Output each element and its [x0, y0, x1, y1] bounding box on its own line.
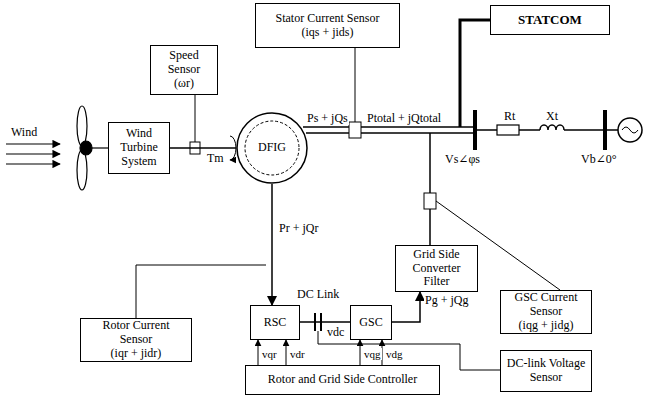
generator-circle: DFIG	[236, 112, 308, 184]
filter-box: Grid Side Converter Filter	[395, 245, 478, 292]
flow-label: vqg	[363, 348, 382, 360]
signal-name: (iqg + jidg)	[519, 319, 574, 333]
converter-box: RSC	[250, 305, 300, 340]
wind-arrows	[6, 144, 60, 164]
signal-label: Rt	[503, 110, 516, 123]
node-title: Stator Current Sensor	[276, 12, 380, 26]
node-title: Grid Side Converter Filter	[400, 248, 473, 289]
statcom-box: STATCOM	[490, 5, 610, 35]
node-title: Speed Sensor	[155, 49, 213, 77]
signal-label: Vb∠0°	[580, 153, 618, 166]
node-title: DC-link Voltage Sensor	[505, 357, 587, 385]
node-title: DFIG	[258, 141, 286, 155]
signal-label: Xt	[545, 110, 559, 123]
turbine-rotor	[77, 106, 108, 190]
flow-label: vdr	[289, 348, 306, 360]
connector-line	[170, 147, 236, 149]
controller-box: Rotor and Grid Side Controller	[245, 365, 440, 395]
signal-label: Ptotal + jQtotal	[366, 112, 442, 125]
signal-name: (ωr)	[174, 77, 194, 91]
signal-name: (iqr + jidr)	[111, 347, 162, 361]
connector-line	[258, 340, 259, 365]
flow-label: vdg	[385, 348, 404, 360]
connector-line	[382, 340, 383, 365]
rotor-sensor	[136, 265, 266, 318]
connector-line	[286, 340, 287, 365]
flow-label: Pr + jQr	[278, 222, 319, 235]
sensor-box: DC-link Voltage Sensor	[500, 350, 592, 392]
node-title: GSC Current Sensor	[505, 291, 587, 319]
signal-label: Ps + jQs	[306, 112, 349, 125]
connector-line	[392, 292, 420, 322]
signal-label: DC Link	[296, 288, 340, 301]
signal-label: Vs∠φs	[444, 153, 481, 166]
sensor-box: Speed Sensor(ωr)	[150, 45, 218, 95]
connector-line	[271, 184, 273, 305]
node-title: STATCOM	[518, 13, 582, 28]
flow-label: vqr	[261, 348, 278, 360]
node-title: Rotor Current Sensor	[85, 319, 187, 347]
stator-line	[303, 127, 475, 133]
grid-line	[475, 110, 642, 150]
node-title: GSC	[359, 316, 382, 330]
sensor-box: Stator Current Sensor(iqs + jids)	[255, 3, 400, 48]
node-title: RSC	[264, 316, 287, 330]
flow-label: Pg + jQg	[424, 294, 469, 307]
turbine-box: Wind Turbine System	[108, 122, 170, 174]
sensor-box: Rotor Current Sensor(iqr + jidr)	[80, 318, 192, 362]
signal-label: Wind	[10, 126, 38, 139]
signal-name: (iqs + jids)	[301, 26, 353, 40]
node-title: Wind Turbine System	[113, 127, 165, 168]
sensor-box: GSC Current Sensor(iqg + jidg)	[500, 290, 592, 334]
node-title: Rotor and Grid Side Controller	[268, 373, 417, 387]
signal-label: Tm	[206, 152, 225, 165]
signal-label: vdc	[326, 326, 345, 339]
stator-sensor	[349, 48, 361, 138]
converter-box: GSC	[350, 305, 392, 340]
speed-sensor-wire	[190, 95, 200, 154]
connector-line	[300, 321, 350, 323]
connector-line	[360, 340, 361, 365]
